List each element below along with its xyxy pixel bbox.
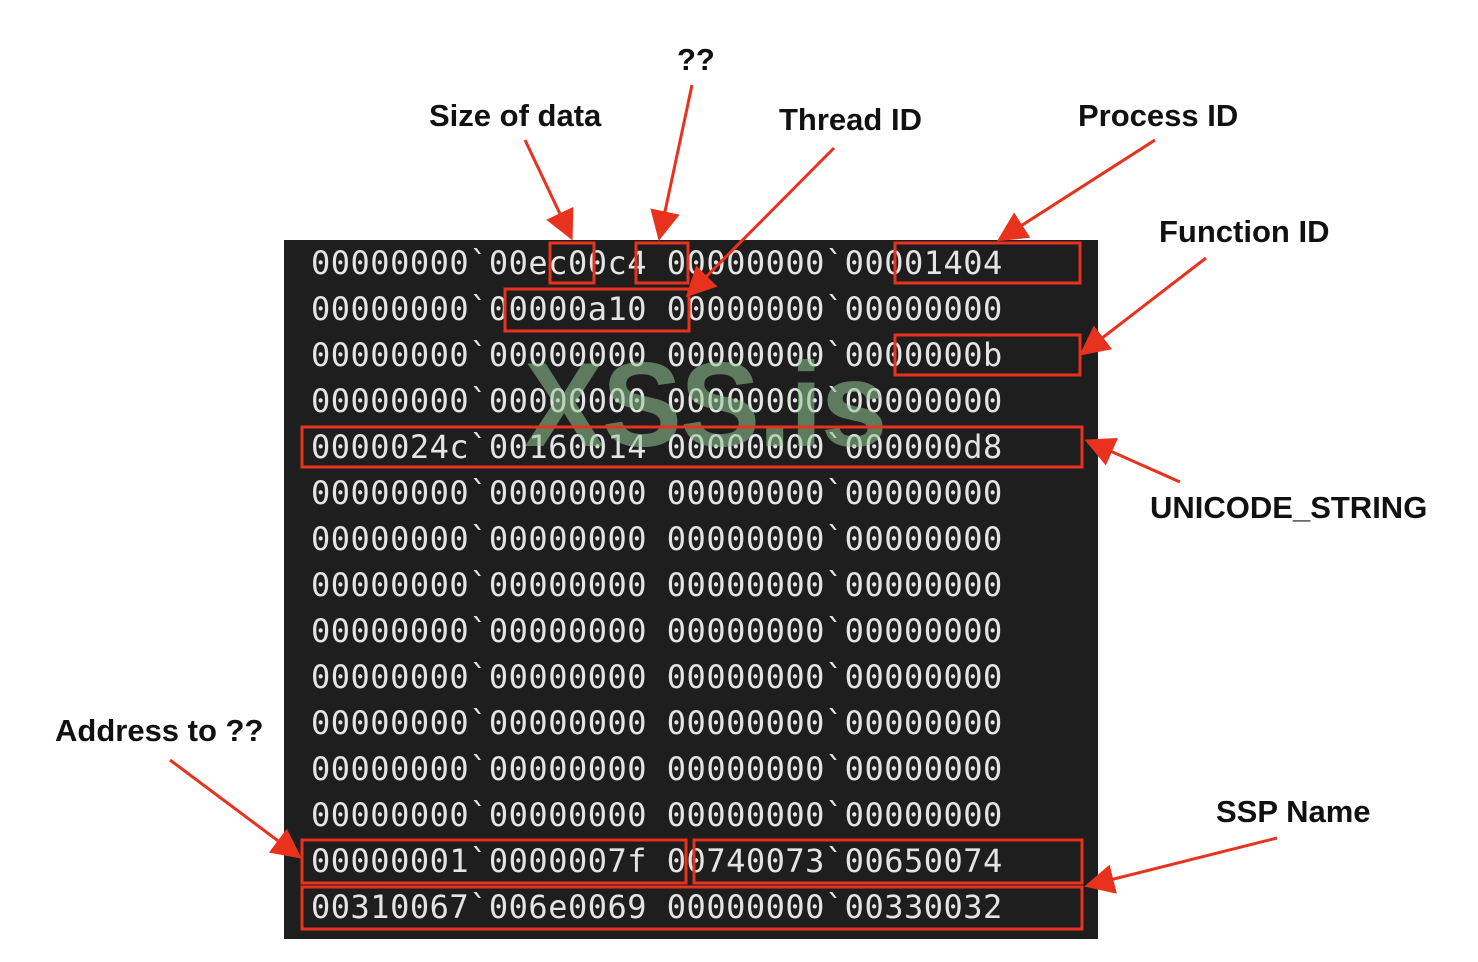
dump-row: 00000001`0000007f 00740073`00650074 xyxy=(311,842,1003,880)
dump-row: 00000000`00000000 00000000`00000000 xyxy=(311,612,1003,650)
arrow-function-id xyxy=(1079,256,1207,356)
dump-row: 00000000`00000a10 00000000`00000000 xyxy=(311,290,1003,328)
dump-row: 00000000`00000000 00000000`00000000 xyxy=(311,382,1003,420)
arrow-ssp-name xyxy=(1084,836,1278,894)
arrow-address-to xyxy=(169,758,302,859)
dump-row: 0000024c`00160014 00000000`000000d8 xyxy=(311,428,1003,466)
highlight-ssp-name-part2 xyxy=(300,885,1084,931)
arrow-size-of-data xyxy=(523,139,574,241)
highlight-address-to xyxy=(300,838,688,885)
highlight-ssp-name-part1 xyxy=(692,838,1084,885)
dump-row: 00000000`00000000 00000000`00000000 xyxy=(311,750,1003,788)
highlight-process-id xyxy=(893,241,1082,285)
highlight-thread-id xyxy=(503,287,691,333)
label-size-of-data: Size of data xyxy=(429,98,602,133)
dump-row: 00000000`00000000 00000000`00000000 xyxy=(311,704,1003,742)
dump-row: 00000000`00ec00c4 00000000`00001404 xyxy=(311,244,1003,282)
highlight-function-id xyxy=(893,333,1082,377)
arrow-thread-id xyxy=(685,146,836,298)
arrow-process-id xyxy=(996,138,1156,242)
highlight-size-of-data xyxy=(548,241,596,285)
dump-row: 00000000`00000000 00000000`00000000 xyxy=(311,474,1003,512)
dump-row: 00000000`00000000 00000000`00000000 xyxy=(311,566,1003,604)
label-address-to: Address to ?? xyxy=(55,713,264,748)
highlight-unicode-string xyxy=(300,425,1084,469)
highlight-unknown-field xyxy=(634,241,690,285)
label-unknown-top: ?? xyxy=(677,42,715,77)
label-unicode-string: UNICODE_STRING xyxy=(1150,490,1428,525)
arrow-unicode-string xyxy=(1084,438,1181,484)
label-thread-id: Thread ID xyxy=(779,102,922,137)
dump-row: 00000000`00000000 00000000`00000000 xyxy=(311,796,1003,834)
dump-row: 00000000`00000000 00000000`00000000 xyxy=(311,658,1003,696)
dump-row: 00000000`00000000 00000000`00000000 xyxy=(311,520,1003,558)
label-process-id: Process ID xyxy=(1078,98,1239,133)
dump-row: 00000000`00000000 00000000`0000000b xyxy=(311,336,1003,374)
arrow-unknown-top xyxy=(650,84,694,241)
label-ssp-name: SSP Name xyxy=(1216,794,1371,829)
dump-row: 00310067`006e0069 00000000`00330032 xyxy=(311,888,1003,926)
label-function-id: Function ID xyxy=(1159,214,1330,249)
